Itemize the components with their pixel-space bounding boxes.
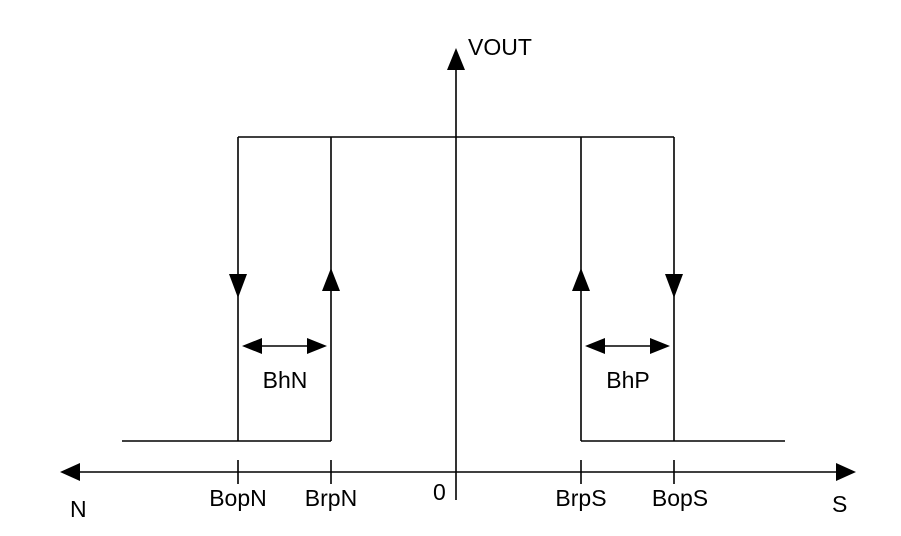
- y-axis-arrow: [447, 48, 465, 70]
- x-axis-left-arrow: [60, 463, 80, 481]
- vout-label: VOUT: [468, 34, 532, 60]
- bhp-left-arrowhead: [585, 338, 605, 354]
- bhn-left-arrowhead: [242, 338, 262, 354]
- origin-label: 0: [433, 479, 446, 505]
- bops-label: BopS: [652, 485, 708, 511]
- bopn-label: BopN: [209, 485, 267, 511]
- x-axis-right-arrow: [836, 463, 856, 481]
- brpn-label: BrpN: [305, 485, 357, 511]
- bhp-label: BhP: [606, 367, 649, 393]
- brps-up-arrow: [572, 268, 590, 291]
- s-axis-label: S: [832, 491, 847, 517]
- bopn-down-arrow: [229, 274, 247, 298]
- bhp-right-arrowhead: [650, 338, 670, 354]
- brps-label: BrpS: [555, 485, 606, 511]
- bops-down-arrow: [665, 274, 683, 298]
- bhn-right-arrowhead: [307, 338, 327, 354]
- bhn-label: BhN: [263, 367, 308, 393]
- n-axis-label: N: [70, 496, 87, 522]
- brpn-up-arrow: [322, 268, 340, 291]
